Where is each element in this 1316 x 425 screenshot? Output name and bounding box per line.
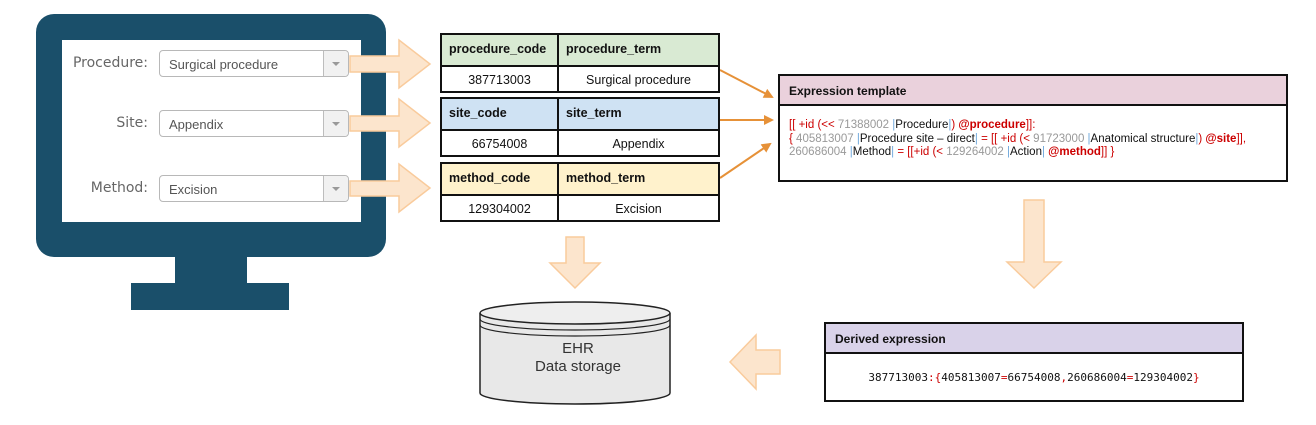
- template-line-1: [[ +id (<< 71388002 |Procedure|) @proced…: [789, 119, 1036, 131]
- procedure-select-value: Surgical procedure: [169, 57, 279, 72]
- procedure-table: procedure_code procedure_term 387713003 …: [440, 33, 720, 93]
- expression-template-title: Expression template: [780, 76, 1286, 106]
- database-cylinder-icon: [479, 301, 671, 405]
- table-cell: Excision: [615, 202, 662, 216]
- column-divider: [557, 35, 559, 91]
- chevron-down-icon[interactable]: [323, 51, 348, 76]
- column-divider: [557, 99, 559, 155]
- derived-expression-title: Derived expression: [826, 324, 1242, 354]
- arrow-right-icon: [349, 97, 432, 149]
- table-cell: Surgical procedure: [586, 73, 691, 87]
- site-select[interactable]: Appendix: [159, 110, 349, 137]
- expression-template-box: Expression template [[ +id (<< 71388002 …: [778, 74, 1288, 182]
- monitor-neck: [175, 257, 247, 285]
- table-header-cell: method_term: [566, 171, 646, 185]
- table-cell: 387713003: [468, 73, 531, 87]
- chevron-down-icon[interactable]: [323, 111, 348, 136]
- chevron-down-icon[interactable]: [323, 176, 348, 201]
- expression-template-body: [[ +id (<< 71388002 |Procedure|) @proced…: [789, 119, 1246, 160]
- arrow-down-icon: [1005, 199, 1063, 290]
- connector-method: [719, 142, 772, 179]
- table-header-row: [442, 164, 718, 196]
- table-cell: Appendix: [612, 137, 665, 151]
- derived-expression-box: Derived expression 387713003:{405813007=…: [824, 322, 1244, 402]
- table-header-cell: method_code: [449, 171, 531, 185]
- template-line-2: { 405813007 |Procedure site – direct| = …: [789, 132, 1247, 145]
- table-header-cell: procedure_code: [449, 42, 547, 56]
- derived-expression-value: 387713003:{405813007=66754008,260686004=…: [868, 371, 1200, 384]
- table-header-cell: procedure_term: [566, 42, 662, 56]
- column-divider: [557, 164, 559, 220]
- table-cell: 129304002: [468, 202, 531, 216]
- site-label: Site:: [116, 115, 148, 131]
- ehr-storage-label: EHR Data storage: [478, 340, 678, 376]
- arrow-right-icon: [349, 38, 432, 90]
- method-table: method_code method_term 129304002 Excisi…: [440, 162, 720, 222]
- table-cell: 66754008: [471, 137, 528, 151]
- method-select[interactable]: Excision: [159, 175, 349, 202]
- table-header-row: [442, 35, 718, 67]
- template-line-3: 260686004 |Method| = [[+id (< 129264002 …: [789, 146, 1115, 158]
- connector-procedure: [719, 69, 774, 98]
- storage-line-2: Data storage: [535, 358, 621, 375]
- procedure-select[interactable]: Surgical procedure: [159, 50, 349, 77]
- storage-line-1: EHR: [562, 340, 594, 357]
- table-header-cell: site_term: [566, 106, 622, 120]
- monitor-base: [131, 283, 289, 310]
- table-header-row: [442, 99, 718, 131]
- method-select-value: Excision: [169, 182, 218, 197]
- arrow-left-icon: [728, 333, 781, 391]
- site-select-value: Appendix: [169, 117, 224, 132]
- procedure-label: Procedure:: [72, 55, 148, 71]
- arrow-down-icon: [548, 236, 602, 290]
- method-label: Method:: [90, 180, 148, 196]
- table-header-cell: site_code: [449, 106, 507, 120]
- arrow-right-icon: [349, 162, 432, 214]
- site-table: site_code site_term 66754008 Appendix: [440, 97, 720, 157]
